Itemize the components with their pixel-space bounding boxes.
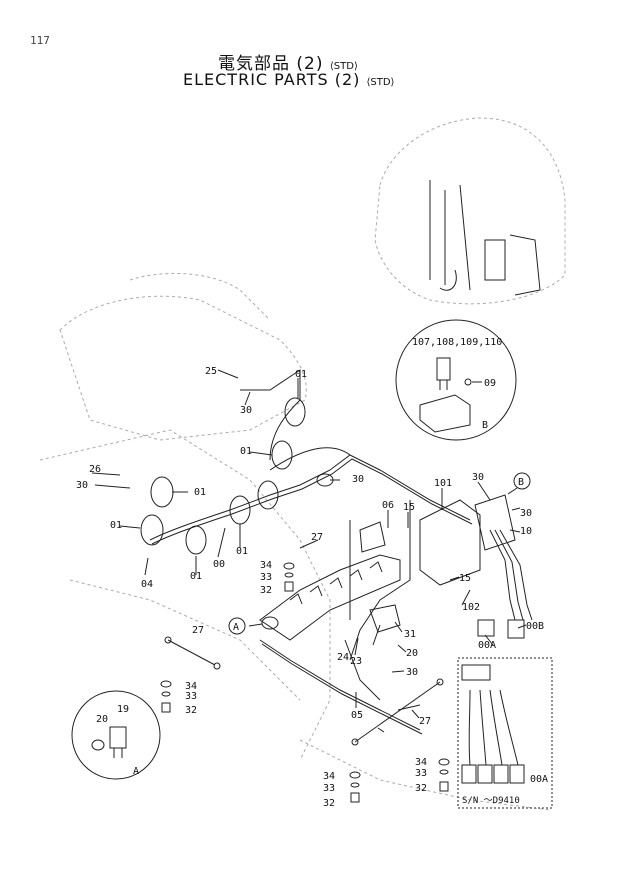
callout-20: 20 [406,648,418,659]
callout-01: 01 [190,571,202,582]
callout-09: 09 [484,378,496,389]
callout-26: 26 [89,464,101,475]
callout-00b: 00B [526,621,544,632]
callout-01: 01 [295,369,307,380]
callout-101: 101 [434,478,452,489]
page-number: 117 [30,34,50,47]
callout-34: 34 [185,681,197,692]
callout-102: 102 [462,602,480,613]
callout-01: 01 [240,446,252,457]
callout-30: 30 [472,472,484,483]
callout-00a: 00A [478,640,496,651]
connector-insert [457,619,553,809]
title-en-suffix: ⟨STD⟩ [366,77,395,88]
frame-outline [39,273,551,811]
title-english: ELECTRIC PARTS (2) ⟨STD⟩ [183,70,394,89]
callout-04: 04 [141,579,153,590]
straps [164,636,444,746]
callout-00a: 00A [530,774,548,785]
leader-lines [91,369,527,733]
detail-b-circle [395,319,517,441]
callout-27: 27 [419,716,431,727]
callout-01: 01 [194,487,206,498]
marker-a-circle [228,617,246,635]
callout-32: 32 [323,798,335,809]
callout-33: 33 [260,572,272,583]
callout-05: 05 [351,710,363,721]
wire-clamps [140,397,334,555]
callout-33: 33 [185,691,197,702]
callout-34: 34 [260,560,272,571]
detail-b-letter: B [482,420,488,431]
callout-30: 30 [406,667,418,678]
callout-detail-20: 20 [96,714,108,725]
callout-27: 27 [192,625,204,636]
marker-a: A [233,622,239,633]
hardware-stacks [160,562,450,803]
cab-outline [374,117,566,305]
marker-b: B [518,477,524,488]
wire-harness [149,369,533,735]
callout-30: 30 [520,508,532,519]
title-jp-text: 電気部品 (2) [218,54,324,74]
callout-00: 00 [213,559,225,570]
detail-a-letter: A [133,766,139,777]
callout-33: 33 [415,768,427,779]
relay-bank [259,494,516,641]
callout-detail-19: 19 [117,704,129,715]
callout-06: 06 [382,500,394,511]
callout-01: 01 [236,546,248,557]
title-japanese: 電気部品 (2) ⟨STD⟩ [218,49,358,74]
callout-labels: 107,108,109,110 09 B 20 19 A A B 25 01 3… [76,337,548,809]
callout-25: 25 [205,366,217,377]
callout-30: 30 [76,480,88,491]
callout-30: 30 [352,474,364,485]
detail-a-circle [71,690,161,780]
callout-32: 32 [185,705,197,716]
serial-number-note: S/N ～D9410 [462,796,520,806]
title-en-text: ELECTRIC PARTS (2) [183,70,361,89]
title-jp-suffix: ⟨STD⟩ [329,61,358,72]
callout-23: 23 [350,656,362,667]
callout-34: 34 [415,757,427,768]
callout-34: 34 [323,771,335,782]
callout-33: 33 [323,783,335,794]
marker-b-circle [513,472,531,490]
callout-15: 15 [459,573,471,584]
callout-30: 30 [240,405,252,416]
callout-31: 31 [404,629,416,640]
callout-15: 15 [403,502,415,513]
callout-32: 32 [260,585,272,596]
callout-107-110: 107,108,109,110 [412,337,502,348]
callout-27: 27 [311,532,323,543]
callout-24: 24 [337,652,349,663]
callout-10: 10 [520,526,532,537]
callout-01: 01 [110,520,122,531]
callout-32: 32 [415,783,427,794]
